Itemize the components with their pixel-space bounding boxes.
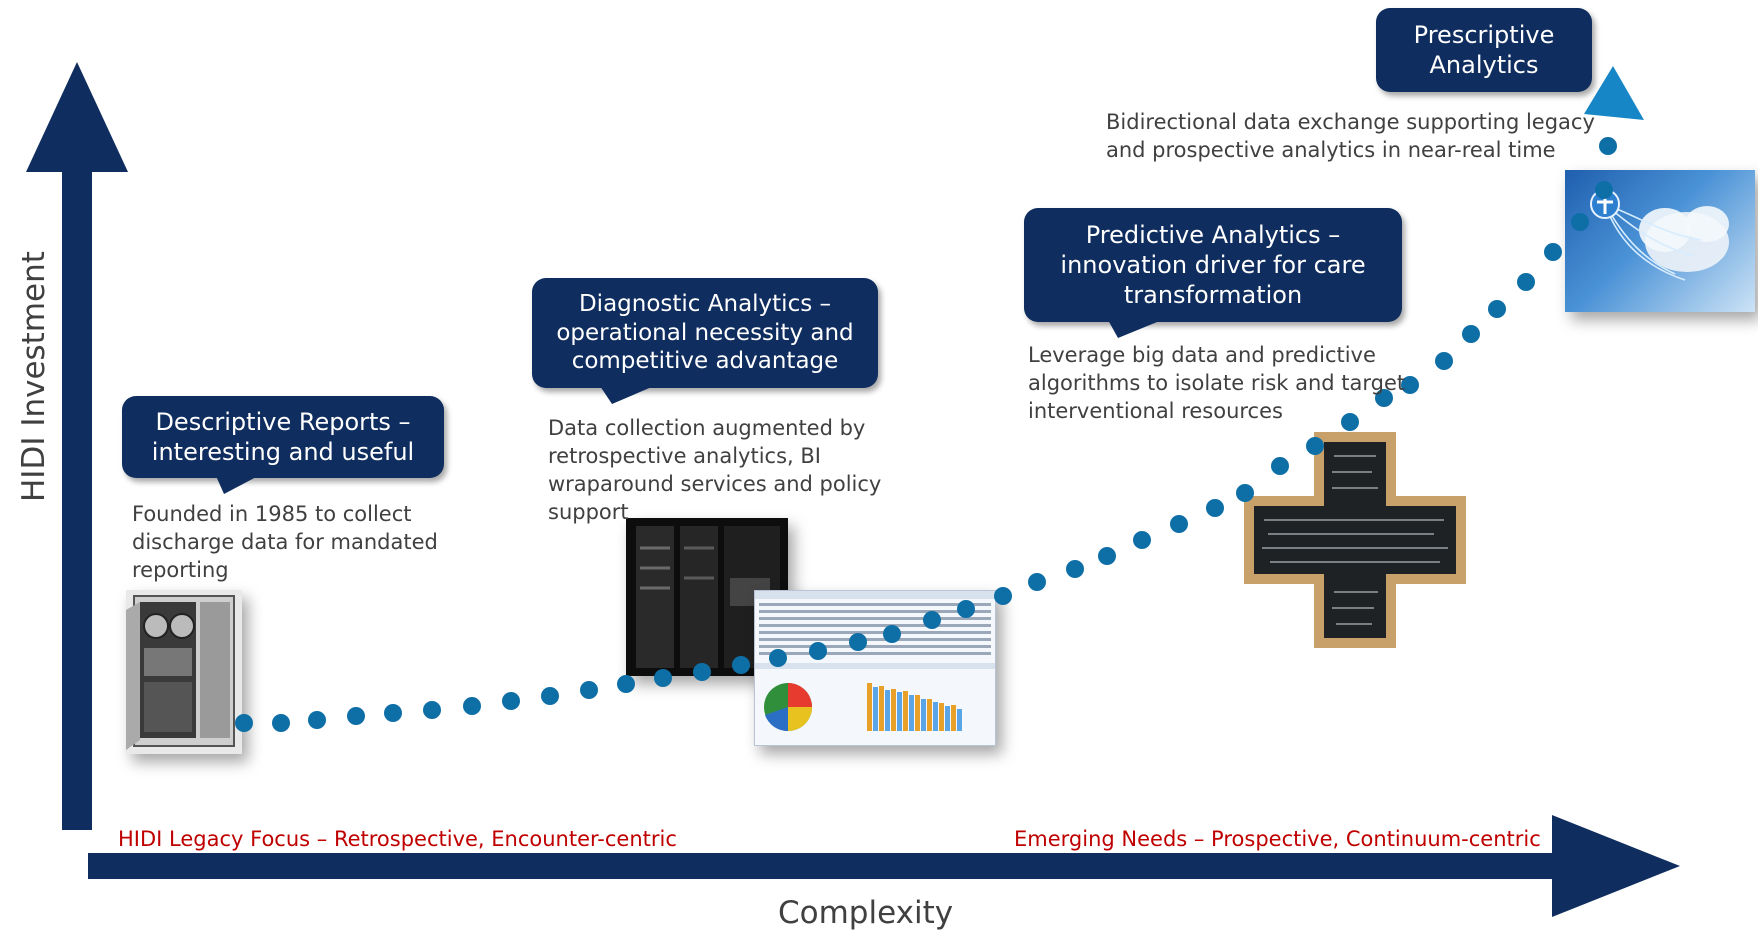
descriptive-desc-line-2: discharge data for mandated <box>132 530 438 554</box>
prescriptive-desc-line-1: Bidirectional data exchange supporting l… <box>1106 110 1595 134</box>
prescriptive-title-line-2: Analytics <box>1429 51 1539 79</box>
curve-dot <box>693 663 711 681</box>
predictive-title-line-2: innovation driver for care <box>1060 251 1366 279</box>
diagnostic-title-line-1: Diagnostic Analytics – <box>578 290 832 317</box>
curve-dot <box>1599 137 1617 155</box>
tape-drive-graphic <box>126 595 235 750</box>
chalkboard-cross-image <box>1244 432 1466 648</box>
curve-dot <box>1375 389 1393 407</box>
predictive-desc-line-2: algorithms to isolate risk and target <box>1028 371 1406 395</box>
chalkboard-cross-graphic <box>1244 432 1466 648</box>
curve-dot <box>617 675 635 693</box>
diagnostic-title-line-3: competitive advantage <box>571 348 839 375</box>
curve-dot <box>347 707 365 725</box>
medical-cloud-graphic <box>1590 189 1729 281</box>
descriptive-title-line-1: Descriptive Reports – <box>155 408 411 436</box>
curve-dot <box>809 642 827 660</box>
emerging-needs-label: Emerging Needs – Prospective, Continuum-… <box>1014 827 1541 851</box>
prescriptive-analytics-callout: Prescriptive Analytics <box>1376 8 1592 92</box>
curve-dot <box>423 701 441 719</box>
predictive-analytics-callout: Predictive Analytics – innovation driver… <box>1024 208 1402 322</box>
curve-dot <box>994 587 1012 605</box>
diagnostic-desc-line-3: wraparound services and policy <box>548 472 882 496</box>
curve-dot <box>463 697 481 715</box>
curve-dot <box>541 687 559 705</box>
curve-dot <box>1435 352 1453 370</box>
predictive-desc-line-3: interventional resources <box>1028 399 1283 423</box>
curve-dot <box>235 714 253 732</box>
prescriptive-title-line-1: Prescriptive <box>1413 21 1555 49</box>
descriptive-description: Founded in 1985 to collect discharge dat… <box>132 500 452 584</box>
legacy-focus-label: HIDI Legacy Focus – Retrospective, Encou… <box>118 827 677 851</box>
curve-dot <box>1206 499 1224 517</box>
y-axis-arrowhead <box>26 62 128 172</box>
curve-dot <box>923 611 941 629</box>
curve-dot <box>849 633 867 651</box>
curve-dot <box>1571 213 1589 231</box>
curve-dot <box>1066 560 1084 578</box>
curve-dot <box>883 625 901 643</box>
diagnostic-desc-line-1: Data collection augmented by <box>548 416 866 440</box>
curve-dot <box>1462 325 1480 343</box>
x-axis-shaft <box>88 853 1568 879</box>
curve-dot <box>502 692 520 710</box>
curve-dot <box>732 656 750 674</box>
descriptive-desc-line-1: Founded in 1985 to collect <box>132 502 412 526</box>
curve-dot <box>1401 376 1419 394</box>
diagnostic-description: Data collection augmented by retrospecti… <box>548 414 888 526</box>
curve-dot <box>1133 531 1151 549</box>
predictive-callout-tail <box>1108 320 1162 338</box>
curve-dot <box>1341 413 1359 431</box>
descriptive-callout-tail <box>216 476 258 494</box>
x-axis-label: Complexity <box>778 895 954 931</box>
curve-dot <box>957 600 975 618</box>
predictive-title-line-3: transformation <box>1123 281 1303 309</box>
curve-dot <box>1236 484 1254 502</box>
curve-dot <box>769 649 787 667</box>
curve-dot <box>272 714 290 732</box>
prescriptive-description: Bidirectional data exchange supporting l… <box>1106 108 1606 164</box>
curve-dot <box>1028 573 1046 591</box>
diagnostic-desc-line-4: support <box>548 500 629 524</box>
curve-dot <box>1517 273 1535 291</box>
curve-dot <box>1170 515 1188 533</box>
diagnostic-callout-tail <box>600 386 654 404</box>
descriptive-desc-line-3: reporting <box>132 558 229 582</box>
prescriptive-desc-line-2: and prospective analytics in near-real t… <box>1106 138 1556 162</box>
curve-dot <box>1488 300 1506 318</box>
descriptive-reports-callout: Descriptive Reports – interesting and us… <box>122 396 444 478</box>
diagnostic-title-line-2: operational necessity and <box>556 319 854 346</box>
tape-drive-mainframe-image <box>126 590 242 754</box>
bi-dashboard-graphic <box>755 591 995 732</box>
curve-dot <box>384 704 402 722</box>
curve-dot <box>654 669 672 687</box>
curve-dot <box>1306 437 1324 455</box>
curve-dot <box>580 681 598 699</box>
curve-dot <box>1098 547 1116 565</box>
curve-dot <box>308 711 326 729</box>
bi-dashboard-screenshot-image <box>754 590 996 746</box>
curve-dot <box>1544 243 1562 261</box>
y-axis-shaft <box>62 150 92 830</box>
predictive-desc-line-1: Leverage big data and predictive <box>1028 343 1376 367</box>
curve-dot <box>1595 181 1613 199</box>
diagnostic-desc-line-2: retrospective analytics, BI <box>548 444 821 468</box>
predictive-title-line-1: Predictive Analytics – <box>1085 221 1341 249</box>
descriptive-title-line-2: interesting and useful <box>151 438 415 466</box>
curve-dot <box>1271 457 1289 475</box>
predictive-description: Leverage big data and predictive algorit… <box>1028 341 1428 425</box>
x-axis-arrowhead <box>1552 815 1680 917</box>
curve-arrowhead <box>1584 66 1644 120</box>
diagnostic-analytics-callout: Diagnostic Analytics – operational neces… <box>532 278 878 388</box>
